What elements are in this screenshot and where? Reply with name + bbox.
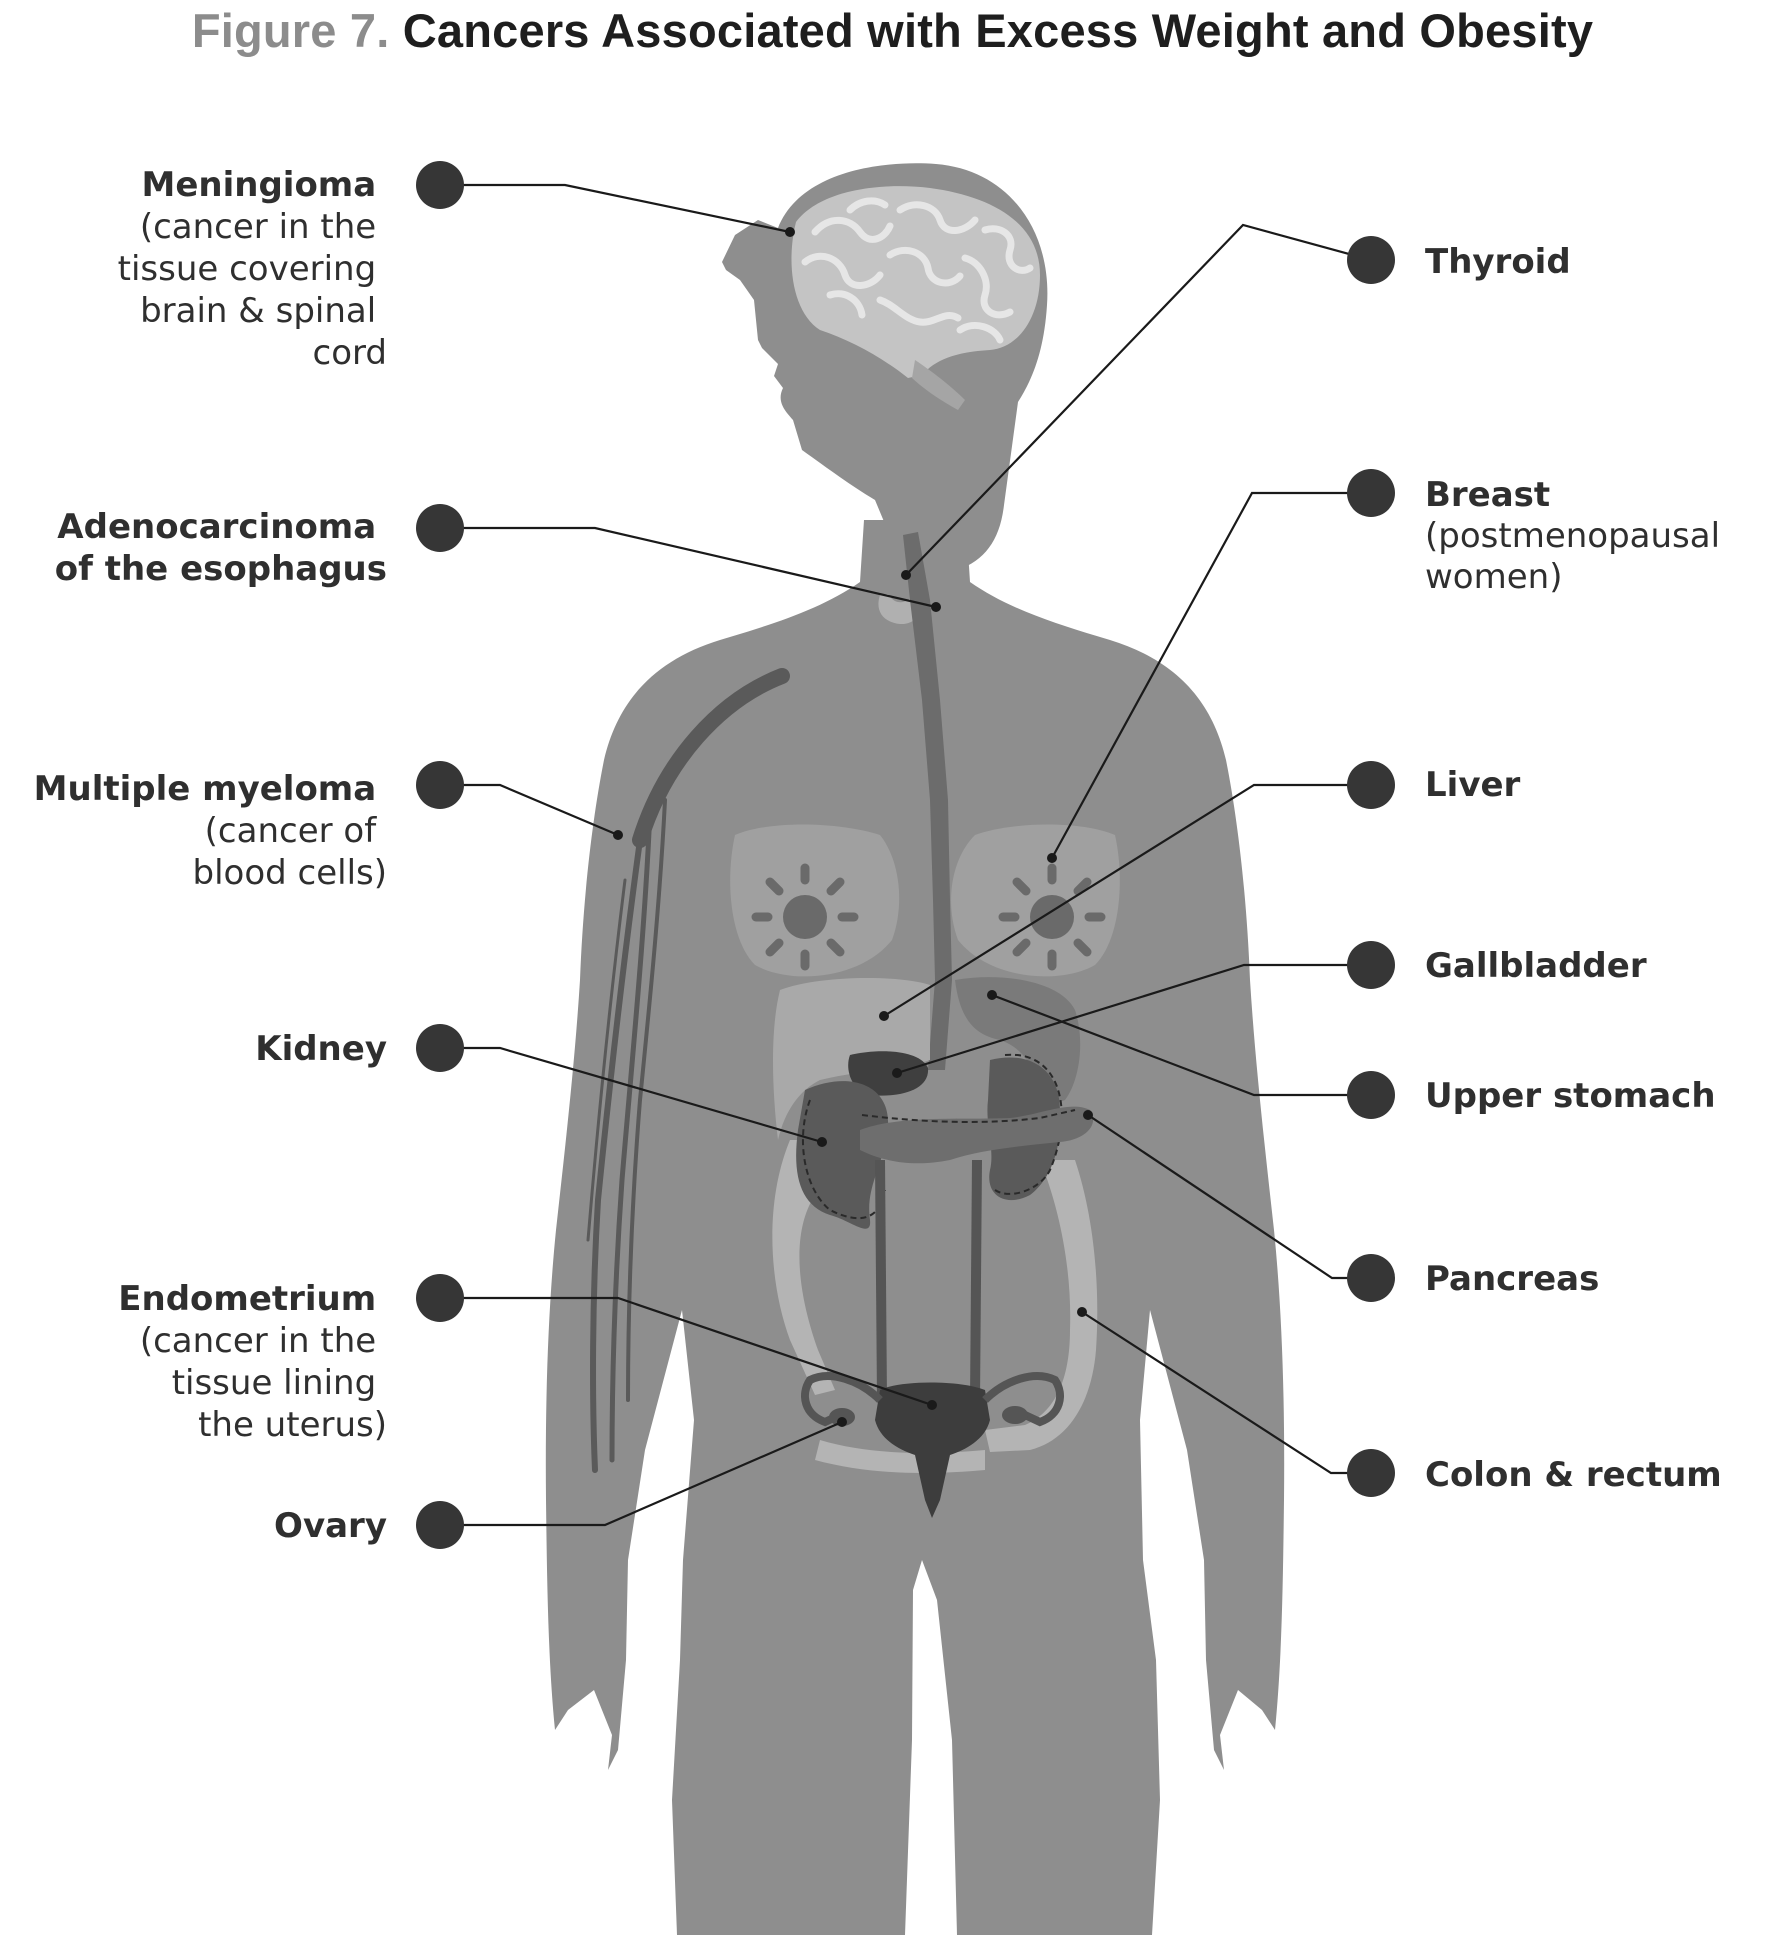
- torso: [545, 520, 1285, 1935]
- marker-endometrium: [416, 1274, 464, 1322]
- marker-upper-stomach: [1347, 1071, 1395, 1119]
- leader-breast: [1051, 491, 1371, 859]
- marker-pancreas: [1347, 1254, 1395, 1302]
- label-myeloma: Multiple myeloma (cancer of blood cells): [34, 769, 387, 893]
- leader-gallbladder: [896, 963, 1371, 1075]
- marker-dots: [416, 161, 1395, 1549]
- left-labels: Meningioma (cancer in the tissue coverin…: [34, 165, 387, 1546]
- label-colon: Colon & rectum: [1425, 1455, 1722, 1495]
- marker-liver: [1347, 761, 1395, 809]
- leader-endometrium: [440, 1296, 933, 1407]
- marker-myeloma: [416, 761, 464, 809]
- marker-kidney: [416, 1024, 464, 1072]
- label-endometrium: Endometrium (cancer in the tissue lining…: [118, 1279, 387, 1445]
- marker-ovary: [416, 1501, 464, 1549]
- leader-upper-stomach: [991, 993, 1371, 1097]
- marker-thyroid: [1347, 236, 1395, 284]
- marker-breast: [1347, 469, 1395, 517]
- marker-colon: [1347, 1449, 1395, 1497]
- leader-esophagus: [440, 526, 937, 609]
- pancreas-organ: [860, 1106, 1094, 1164]
- brain: [791, 186, 1040, 410]
- figure-title-text: Cancers Associated with Excess Weight an…: [402, 4, 1594, 57]
- leader-thyroid: [905, 223, 1372, 576]
- label-gallbladder: Gallbladder: [1425, 946, 1647, 986]
- marker-meningioma: [416, 161, 464, 209]
- label-esophagus: Adenocarcinoma of the esophagus: [55, 507, 387, 589]
- label-liver: Liver: [1425, 765, 1521, 805]
- label-meningioma: Meningioma (cancer in the tissue coverin…: [118, 165, 387, 373]
- kidney-left: [796, 1081, 889, 1229]
- right-labels: Thyroid Breast (postmenopausal women) Li…: [1425, 242, 1731, 1495]
- label-kidney: Kidney: [255, 1029, 387, 1069]
- figure-number: Figure 7.: [191, 4, 390, 57]
- ovary-right: [1002, 1406, 1028, 1424]
- label-ovary: Ovary: [274, 1506, 387, 1546]
- leader-meningioma: [440, 183, 791, 234]
- label-upper-stomach: Upper stomach: [1425, 1076, 1716, 1116]
- label-thyroid: Thyroid: [1425, 242, 1571, 282]
- leader-myeloma: [440, 783, 619, 837]
- colon: [772, 1140, 835, 1395]
- marker-esophagus: [416, 504, 464, 552]
- label-breast: Breast (postmenopausal women): [1425, 475, 1731, 597]
- uterus-organ: [875, 1382, 990, 1518]
- breasts: [730, 824, 1120, 977]
- label-pancreas: Pancreas: [1425, 1259, 1599, 1299]
- marker-gallbladder: [1347, 941, 1395, 989]
- esophagus-tube: [903, 532, 952, 1070]
- abdominal-organs: [772, 977, 1098, 1518]
- arm-blood-vessels: [586, 668, 790, 1473]
- leader-ovary: [440, 1420, 843, 1527]
- figure-title: Figure 7. Cancers Associated with Excess…: [0, 0, 1785, 62]
- leader-liver: [883, 783, 1371, 1017]
- gallbladder-organ: [848, 1051, 929, 1096]
